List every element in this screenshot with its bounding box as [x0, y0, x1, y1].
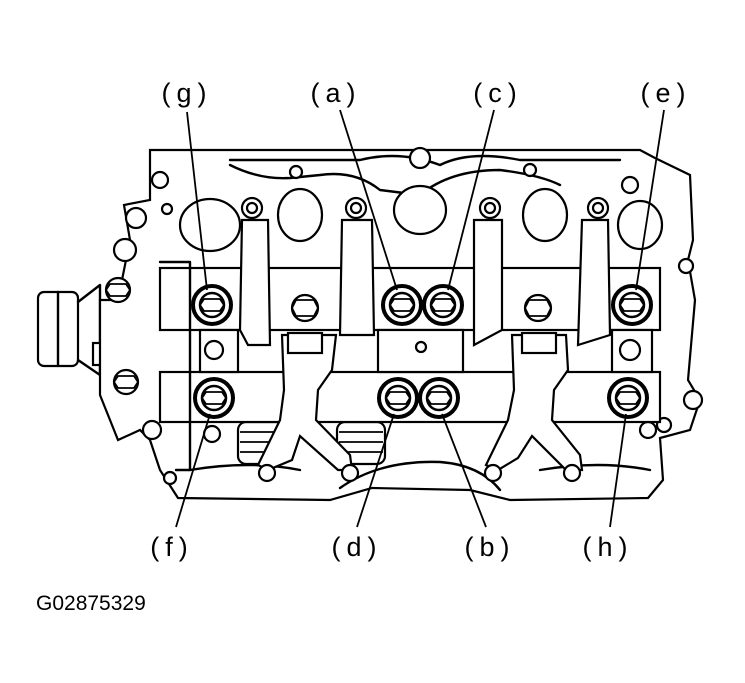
valve-spring-cavities — [178, 184, 664, 253]
leader-f — [175, 413, 211, 528]
label-d: (d) — [332, 532, 383, 562]
label-f: (f) — [150, 532, 193, 562]
leader-c — [447, 109, 495, 291]
bolt-f — [193, 377, 235, 419]
bolt-h — [607, 377, 649, 419]
leader-h — [609, 413, 627, 528]
leader-g — [186, 111, 208, 291]
label-h: (h) — [583, 532, 634, 562]
label-g: (g) — [162, 78, 213, 108]
leader-d — [356, 413, 395, 528]
figure-code: G02875329 — [36, 592, 146, 615]
label-b: (b) — [465, 532, 516, 562]
rocker-arms — [238, 218, 612, 483]
bolt-e — [611, 284, 653, 326]
label-a: (a) — [311, 78, 362, 108]
bolt-g — [191, 284, 233, 326]
label-c: (c) — [473, 78, 522, 108]
bolt-c — [422, 284, 464, 326]
labelled-bolts — [191, 284, 653, 419]
label-e: (e) — [641, 78, 692, 108]
bolt-labels: (g) (a) (c) (e) (f) (d) (b) (h) — [150, 78, 692, 562]
bolt-b — [418, 377, 460, 419]
bolt-d — [377, 377, 419, 419]
other-bolts — [104, 276, 553, 396]
bolt-a — [381, 284, 423, 326]
leader-e — [635, 109, 665, 291]
leader-b — [441, 413, 487, 528]
leader-lines — [175, 109, 665, 528]
leader-a — [339, 109, 398, 291]
